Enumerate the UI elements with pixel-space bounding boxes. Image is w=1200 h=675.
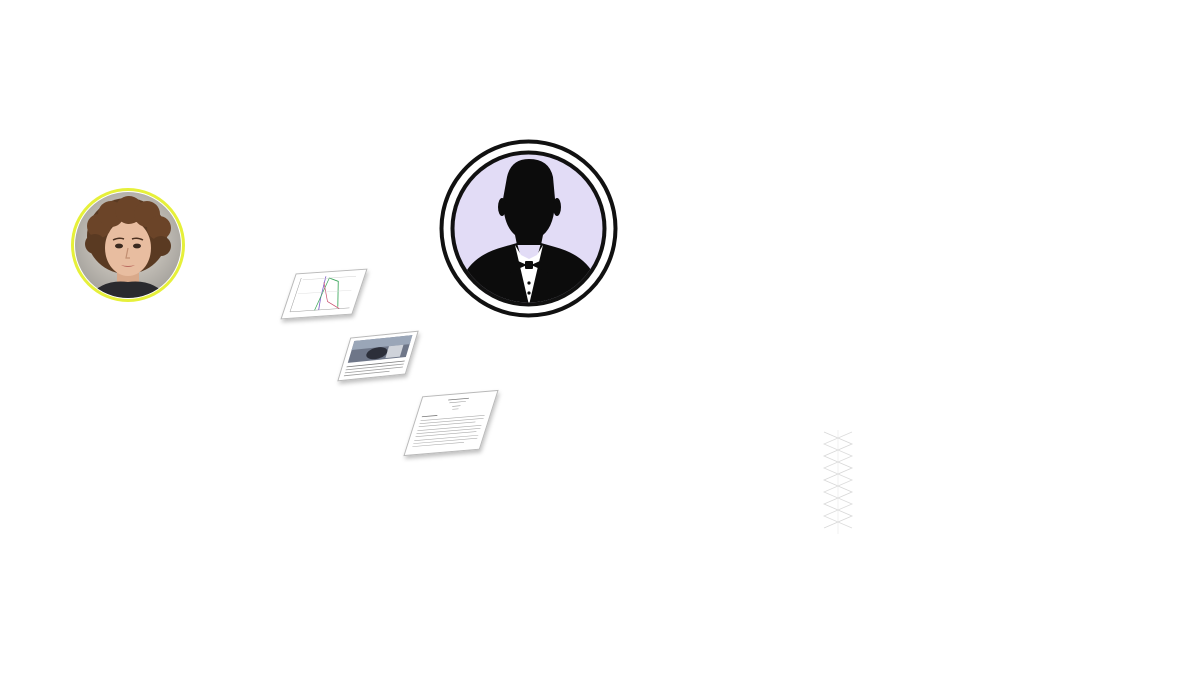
silhouette-tuxedo-icon: [439, 139, 618, 318]
user-avatar-photo: [71, 188, 185, 302]
text-thumbnail: [412, 397, 485, 447]
contact-avatar[interactable]: [437, 137, 620, 320]
chart-document-thumbnail[interactable]: [280, 268, 368, 320]
network-lines-icon: [822, 430, 854, 534]
network-lines-graphic: [818, 428, 858, 536]
text-document-thumbnail[interactable]: [403, 389, 499, 457]
chart-thumbnail: [289, 276, 357, 313]
photo-thumbnail: [343, 335, 413, 377]
photo-document-thumbnail[interactable]: [337, 330, 419, 382]
user-avatar[interactable]: [69, 186, 187, 304]
